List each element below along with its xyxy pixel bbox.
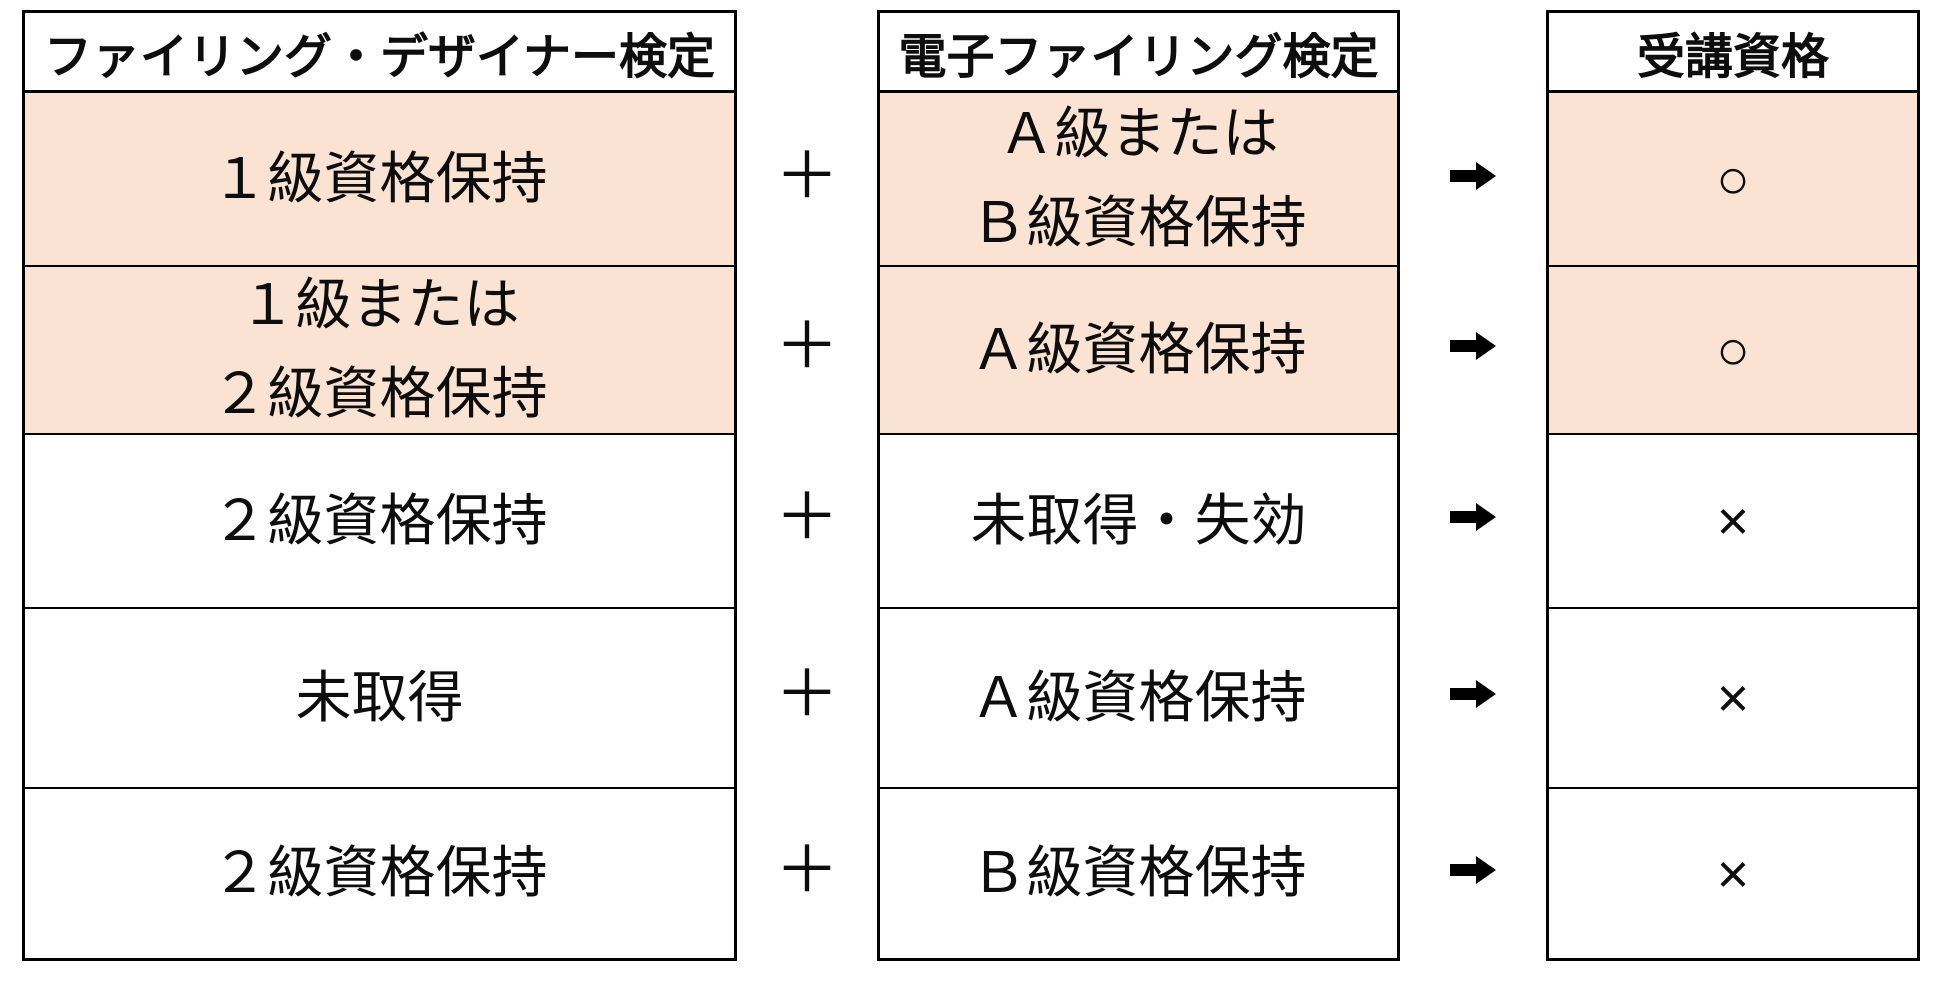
plus-slot-row3: ＋ [737,430,877,604]
cell-filing-row3-line1: ２級資格保持 [211,488,548,552]
plus-icon: ＋ [775,658,839,730]
right-arrow-icon [1450,680,1496,708]
cell-filing-row3: ２級資格保持 [25,433,734,607]
eligibility-header: 受講資格 [1549,13,1917,93]
arrow-slot-row1 [1400,90,1546,262]
plus-connector-column: ＋ ＋ ＋ ＋ ＋ [737,90,877,955]
right-arrow-icon [1450,503,1496,531]
cell-electronic-row2-line1: Ａ級資格保持 [970,317,1307,381]
plus-slot-row5: ＋ [737,784,877,955]
plus-icon: ＋ [775,833,839,906]
cell-electronic-row1: Ａ級または Ｂ級資格保持 [880,93,1397,265]
cell-filing-row2-line1: １級または [239,273,520,337]
eligible-circle-mark: ○ [1716,318,1750,381]
cell-filing-row5: ２級資格保持 [25,787,734,958]
cell-filing-row5-line1: ２級資格保持 [211,841,548,905]
cell-filing-row1-line1: １級資格保持 [211,146,548,210]
arrow-connector-column [1400,90,1546,955]
cell-filing-row1: １級資格保持 [25,93,734,265]
cell-eligibility-row5: × [1549,787,1917,958]
not-eligible-cross-mark: × [1716,489,1750,552]
cell-filing-row4: 未取得 [25,607,734,787]
plus-slot-row1: ＋ [737,90,877,262]
filing-designer-table: ファイリング・デザイナー検定 １級資格保持 １級または ２級資格保持 ２級資格保… [22,10,737,961]
cell-electronic-row2: Ａ級資格保持 [880,265,1397,433]
arrow-slot-row2 [1400,262,1546,430]
cell-eligibility-row1: ○ [1549,93,1917,265]
arrow-slot-row3 [1400,430,1546,604]
cell-electronic-row5: Ｂ級資格保持 [880,787,1397,958]
plus-slot-row4: ＋ [737,604,877,784]
cell-eligibility-row3: × [1549,433,1917,607]
cell-electronic-row5-line1: Ｂ級資格保持 [970,841,1307,905]
right-arrow-icon [1450,162,1496,190]
cell-filing-row4-line1: 未取得 [295,665,464,729]
cell-eligibility-row4: × [1549,607,1917,787]
right-arrow-icon [1450,332,1496,360]
not-eligible-cross-mark: × [1716,666,1750,729]
plus-icon: ＋ [775,310,839,382]
electronic-filing-header: 電子ファイリング検定 [880,13,1397,93]
cell-electronic-row1-line1: Ａ級または [998,102,1279,166]
plus-icon: ＋ [775,481,839,553]
cell-electronic-row1-line2: Ｂ級資格保持 [970,191,1307,254]
right-arrow-icon [1450,855,1496,884]
not-eligible-cross-mark: × [1716,841,1750,905]
arrow-slot-row4 [1400,604,1546,784]
eligibility-table: 受講資格 ○ ○ × × × [1546,10,1920,961]
cell-electronic-row3-line1: 未取得・失効 [970,488,1307,552]
electronic-filing-table: 電子ファイリング検定 Ａ級または Ｂ級資格保持 Ａ級資格保持 未取得・失効 Ａ級… [877,10,1400,961]
cell-eligibility-row2: ○ [1549,265,1917,433]
cell-electronic-row4: Ａ級資格保持 [880,607,1397,787]
plus-icon: ＋ [775,140,839,212]
cell-electronic-row3: 未取得・失効 [880,433,1397,607]
cell-filing-row2: １級または ２級資格保持 [25,265,734,433]
cell-filing-row2-line2: ２級資格保持 [211,362,548,425]
cell-electronic-row4-line1: Ａ級資格保持 [970,665,1307,729]
eligible-circle-mark: ○ [1716,147,1750,210]
plus-slot-row2: ＋ [737,262,877,430]
arrow-slot-row5 [1400,784,1546,955]
filing-designer-header: ファイリング・デザイナー検定 [25,13,734,93]
